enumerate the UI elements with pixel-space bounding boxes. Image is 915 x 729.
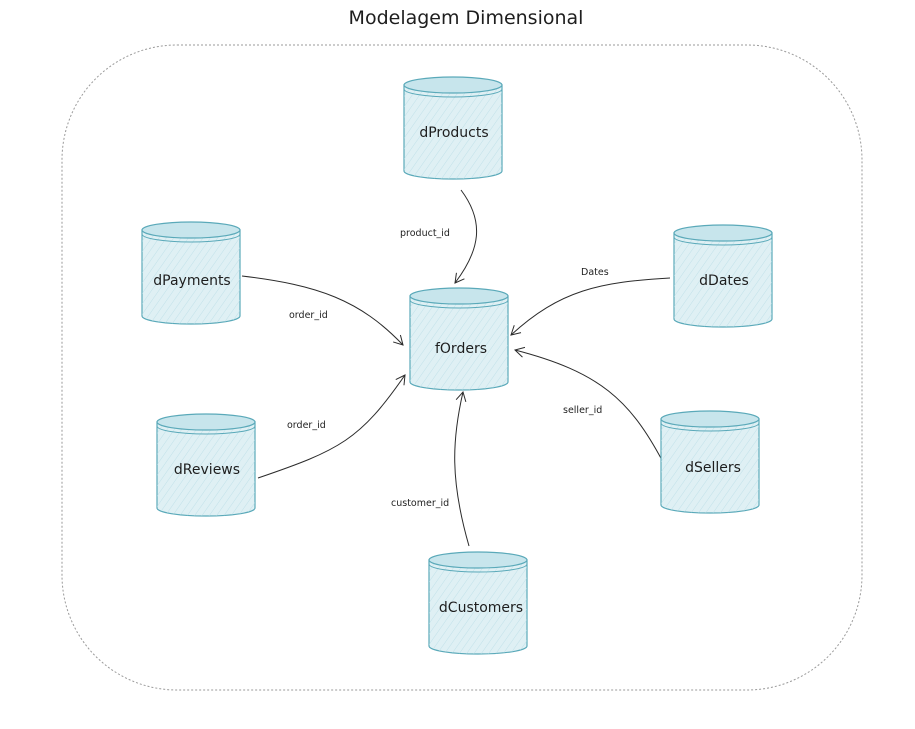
edge-products-orders-line: [454, 189, 478, 284]
table-dcustomers[interactable]: dCustomers: [428, 551, 528, 655]
table-label-dcustomers: dCustomers: [439, 600, 523, 616]
cylinder-rim: [673, 236, 773, 246]
table-ddates[interactable]: dDates: [673, 224, 773, 328]
edge-payments-orders: order_id: [241, 275, 404, 346]
edge-label-order-id-reviews: order_id: [287, 420, 326, 431]
cylinder-top: [409, 287, 509, 305]
edge-customers-orders: customer_id: [391, 390, 470, 547]
cylinder-hatch: [674, 233, 772, 327]
cylinder-hatch: [404, 85, 502, 179]
edge-dates-orders-line: [510, 277, 671, 336]
table-dproducts[interactable]: dProducts: [403, 76, 503, 180]
edge-label-seller-id: seller_id: [563, 405, 602, 416]
cylinder-rim: [660, 422, 760, 432]
cylinder-rim: [428, 563, 528, 573]
edge-products-orders: product_id: [400, 189, 478, 284]
table-dreviews[interactable]: dReviews: [156, 413, 256, 517]
table-label-dpayments: dPayments: [153, 273, 230, 289]
cylinder-hatch: [410, 296, 508, 390]
table-label-dsellers: dSellers: [685, 460, 741, 476]
cylinder-rim: [403, 88, 503, 98]
cylinder-top: [428, 551, 528, 569]
edge-dates-orders: Dates: [510, 267, 671, 336]
edge-reviews-orders: order_id: [257, 374, 406, 479]
edge-sellers-orders: seller_id: [514, 346, 664, 463]
table-label-dreviews: dReviews: [174, 462, 240, 478]
edge-label-product-id: product_id: [400, 228, 450, 239]
cylinder-hatch: [429, 560, 527, 654]
cylinder-top: [156, 413, 256, 431]
cylinder-top: [660, 410, 760, 428]
cylinder-top: [403, 76, 503, 94]
cylinder-hatch: [157, 422, 255, 516]
table-label-forders: fOrders: [435, 341, 487, 357]
table-dpayments[interactable]: dPayments: [141, 221, 241, 325]
cylinder-rim: [409, 299, 509, 309]
edge-payments-orders-line: [241, 275, 404, 346]
edge-label-customer-id: customer_id: [391, 498, 449, 509]
edge-label-dates: Dates: [581, 267, 609, 278]
diagram-title: Modelagem Dimensional: [349, 7, 584, 29]
cylinder-rim: [141, 233, 241, 243]
table-dsellers[interactable]: dSellers: [660, 410, 760, 514]
cylinder-top: [673, 224, 773, 242]
edge-customers-orders-line: [454, 390, 470, 547]
cylinder-hatch: [142, 230, 240, 324]
cylinder-top: [141, 221, 241, 239]
table-label-dproducts: dProducts: [419, 125, 488, 141]
table-forders[interactable]: fOrders: [409, 287, 509, 391]
model-boundary-frame: [61, 44, 863, 691]
edge-sellers-orders-line: [514, 346, 664, 463]
edge-label-order-id-payments: order_id: [289, 310, 328, 321]
edge-reviews-orders-line: [257, 374, 406, 479]
cylinder-hatch: [661, 419, 759, 513]
cylinder-rim: [156, 425, 256, 435]
table-label-ddates: dDates: [699, 273, 749, 289]
